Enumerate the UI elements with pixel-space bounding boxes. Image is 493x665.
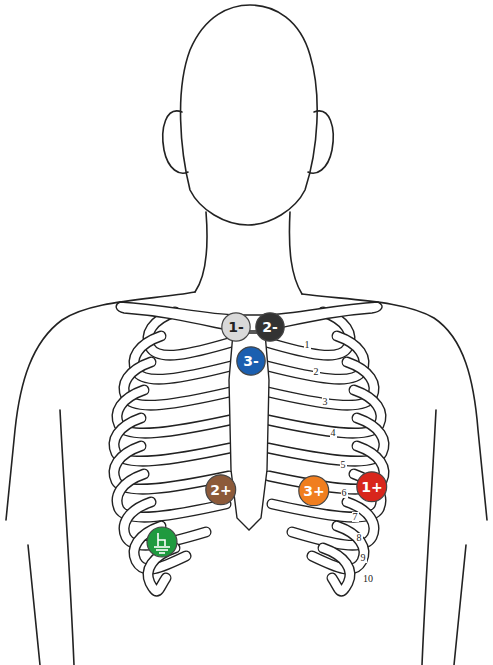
rib-number: 9 (360, 553, 367, 563)
ground-electrode (147, 527, 177, 557)
electrode-label: 2- (262, 320, 278, 334)
rib (124, 362, 230, 405)
rib-number: 10 (362, 574, 374, 584)
electrode: 1- (221, 312, 251, 342)
rib-fill (124, 362, 230, 405)
sternum (229, 333, 269, 530)
rib-outline (124, 362, 230, 405)
rib-number: 4 (330, 428, 337, 438)
rib-number: 8 (356, 533, 363, 543)
electrode: 2+ (205, 474, 236, 505)
rib-number: 2 (313, 367, 320, 377)
rib-number: 6 (341, 488, 348, 498)
electrode: 3+ (298, 475, 329, 506)
rib-outline (323, 548, 350, 591)
electrode: 1+ (356, 471, 387, 502)
electrode-label: 3+ (303, 484, 324, 498)
electrode: 2- (255, 312, 285, 342)
electrode-label: 2+ (210, 483, 231, 497)
rib (323, 548, 350, 591)
body-outline (6, 5, 487, 665)
rib-number: 7 (352, 512, 359, 522)
rib-cage (114, 312, 384, 591)
electrode-label: 1+ (361, 480, 382, 494)
electrode-label: 3- (243, 354, 259, 368)
electrode-label: 1- (228, 320, 244, 334)
rib-number: 3 (322, 397, 329, 407)
electrode: 3- (236, 346, 266, 376)
rib-fill (323, 548, 350, 591)
rib-number: 5 (340, 460, 347, 470)
rib-number: 1 (304, 340, 311, 350)
